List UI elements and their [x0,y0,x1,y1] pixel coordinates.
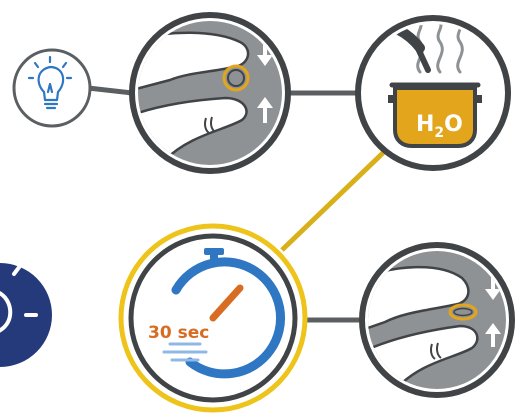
timer-label: 30 sec [148,323,209,343]
press-ring-node-2 [359,242,515,398]
connector-idea-to-press [87,85,133,96]
connectors [87,85,388,323]
partial-badge [0,263,52,367]
press-ring-node-1 [129,12,291,174]
stopwatch-icon: 30 sec [148,248,286,379]
connector-boil-to-timer [280,148,388,252]
boiling-water-pot-icon: H2O [364,24,482,148]
boil-node: H2O [355,15,511,171]
idea-node [12,48,92,128]
lightbulb-icon [0,264,38,333]
lightbulb-icon [27,55,73,110]
h2o-label: H2O [416,112,463,141]
timer-node: 30 sec [118,223,308,413]
fingers-pressing-ring-icon [138,21,282,165]
fingers-pressing-ring-icon [368,251,506,389]
